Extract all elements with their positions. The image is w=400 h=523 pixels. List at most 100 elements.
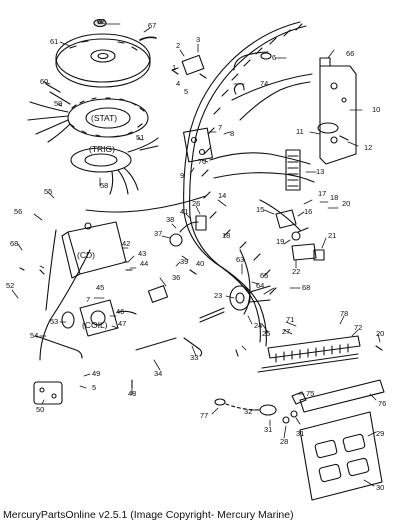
callout-56: 56 (14, 207, 22, 216)
callout-28: 28 (280, 437, 288, 446)
clip (319, 57, 331, 67)
callout-46: 46 (116, 307, 124, 316)
callout-62: 62 (97, 17, 105, 26)
callout-25: 25 (262, 329, 270, 338)
callout-7b: 7 (86, 295, 90, 304)
flywheel (55, 33, 151, 88)
flywheel-key (139, 36, 157, 41)
leader-lines (11, 23, 381, 487)
callout-8: 8 (230, 129, 234, 138)
lead-wire (233, 51, 269, 71)
flywheel-nut (93, 18, 107, 28)
callout-20: 20 (342, 199, 350, 208)
callout-48: 48 (128, 389, 136, 398)
callout-2: 2 (176, 41, 180, 50)
callout-52: 52 (6, 281, 14, 290)
boot (260, 52, 272, 60)
callout-20b: 20 (376, 329, 384, 338)
callout-17: 17 (318, 189, 326, 198)
clamp (233, 83, 245, 95)
callout-70: 70 (198, 157, 206, 166)
callout-66: 66 (346, 49, 354, 58)
callout-68: 68 (10, 239, 18, 248)
callout-10: 10 (372, 105, 380, 114)
callout-72: 72 (354, 323, 362, 332)
callout-18b: 18 (222, 231, 230, 240)
switch (317, 122, 339, 134)
ignition-coil (79, 299, 137, 337)
callout-41: 41 (180, 207, 188, 216)
callout-40: 40 (196, 259, 204, 268)
callout-75: 75 (306, 389, 314, 398)
callout-27: 27 (282, 327, 290, 336)
main-harness (183, 21, 307, 347)
callout-13: 13 (316, 167, 324, 176)
callout-53: 53 (50, 317, 58, 326)
ignition-switch (275, 209, 309, 241)
callout-22: 22 (292, 267, 300, 276)
callout-18: 18 (330, 193, 338, 202)
callout-31b: 31 (296, 429, 304, 438)
callout-32: 32 (244, 407, 252, 416)
callout-63: 63 (236, 255, 244, 264)
callout-5b: 5 (92, 383, 96, 392)
harness-branches (39, 73, 315, 361)
callout-38: 38 (166, 215, 174, 224)
stator-screw (45, 83, 61, 93)
bracket (319, 65, 357, 165)
callout-33: 33 (190, 353, 198, 362)
callout-77: 77 (200, 411, 208, 420)
callout-5: 5 (184, 87, 188, 96)
callout-6: 6 (272, 53, 276, 62)
spacer-75 (291, 391, 307, 405)
terminal-block (285, 149, 301, 191)
callout-14: 14 (218, 191, 226, 200)
callout-31: 31 (264, 425, 272, 434)
coil-label: (COIL) (82, 320, 108, 330)
callout-36: 36 (172, 273, 180, 282)
sensor-group (135, 285, 225, 357)
switch-assembly (171, 54, 207, 79)
callout-65: 65 (260, 271, 268, 280)
panel (299, 411, 383, 501)
callout-74: 74 (260, 79, 268, 88)
switch-box (33, 381, 63, 405)
callout-45: 45 (96, 283, 104, 292)
callout-60: 60 (40, 77, 48, 86)
plate-22 (291, 243, 325, 261)
trigger-label: (TRIG) (89, 144, 115, 154)
callout-16: 16 (304, 207, 312, 216)
terminal-strip (257, 335, 361, 373)
callout-43: 43 (138, 249, 146, 258)
starter-solenoid (229, 285, 271, 311)
callout-51: 51 (136, 133, 144, 142)
callout-64: 64 (256, 281, 264, 290)
high-tension-lead (35, 335, 83, 359)
callout-11: 11 (296, 127, 304, 136)
fasteners (19, 69, 383, 389)
callout-55: 55 (44, 187, 52, 196)
coil-cover (61, 311, 75, 329)
callout-3: 3 (196, 35, 200, 44)
stator (27, 91, 149, 143)
copyright-footer: MercuryPartsOnline v2.5.1 (Image Copyrig… (3, 509, 294, 521)
callout-12: 12 (364, 143, 372, 152)
cd-label: (CD) (77, 250, 95, 260)
rectifier (183, 127, 213, 163)
callout-76: 76 (378, 399, 386, 408)
callout-30: 30 (376, 483, 384, 492)
callout-47: 47 (118, 319, 126, 328)
callout-34: 34 (154, 369, 162, 378)
callout-37: 37 (154, 229, 162, 238)
callout-67: 67 (148, 21, 156, 30)
callout-1: 1 (172, 63, 176, 72)
callout-29: 29 (376, 429, 384, 438)
bolt (139, 145, 159, 151)
callout-21: 21 (328, 231, 336, 240)
callout-68b: 68 (302, 283, 310, 292)
callout-59: 59 (54, 99, 62, 108)
callout-24: 24 (254, 321, 262, 330)
callout-26: 26 (192, 199, 200, 208)
stator-label: (STAT) (91, 113, 117, 123)
